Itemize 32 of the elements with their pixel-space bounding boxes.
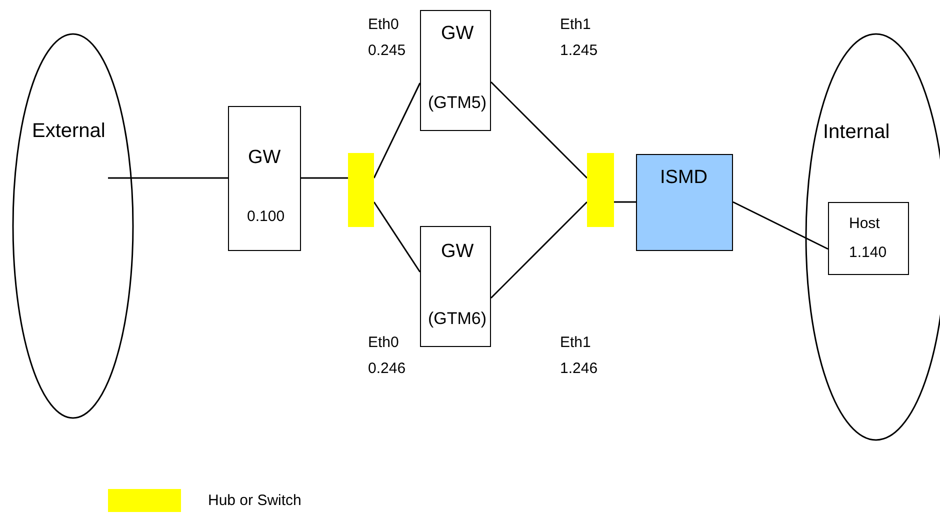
network-link bbox=[301, 177, 348, 179]
network-link bbox=[373, 202, 421, 272]
node-label: External bbox=[32, 120, 106, 143]
node-label: Host bbox=[849, 215, 880, 232]
node-label: GW bbox=[248, 147, 281, 169]
gateway-box bbox=[420, 226, 491, 347]
network-link bbox=[490, 201, 588, 299]
interface-address: Eth1 1.246 bbox=[560, 333, 599, 379]
network-link bbox=[614, 201, 636, 203]
interface-address: Eth0 0.245 bbox=[368, 15, 407, 61]
node-sublabel: 0.100 bbox=[247, 208, 285, 225]
node-sublabel: (GTM6) bbox=[428, 309, 487, 329]
node-label: Internal bbox=[823, 121, 890, 144]
gateway-box bbox=[228, 106, 301, 251]
gateway-box bbox=[420, 10, 491, 131]
node-label: GW bbox=[441, 23, 474, 45]
node-label: GW bbox=[441, 241, 474, 263]
host-box bbox=[828, 202, 909, 275]
hub-switch-bar bbox=[348, 153, 374, 227]
network-link bbox=[373, 82, 421, 178]
legend-label: Hub or Switch bbox=[208, 492, 302, 509]
network-link bbox=[490, 81, 588, 179]
hub-switch-bar bbox=[587, 153, 614, 227]
device-box bbox=[636, 154, 733, 251]
node-sublabel: (GTM5) bbox=[428, 93, 487, 113]
node-sublabel: 1.140 bbox=[849, 244, 887, 261]
interface-address: Eth1 1.245 bbox=[560, 15, 599, 61]
network-ellipse bbox=[12, 33, 134, 419]
network-link bbox=[108, 177, 228, 179]
node-label: ISMD bbox=[660, 167, 708, 189]
network-link bbox=[732, 201, 828, 250]
interface-address: Eth0 0.246 bbox=[368, 333, 407, 379]
